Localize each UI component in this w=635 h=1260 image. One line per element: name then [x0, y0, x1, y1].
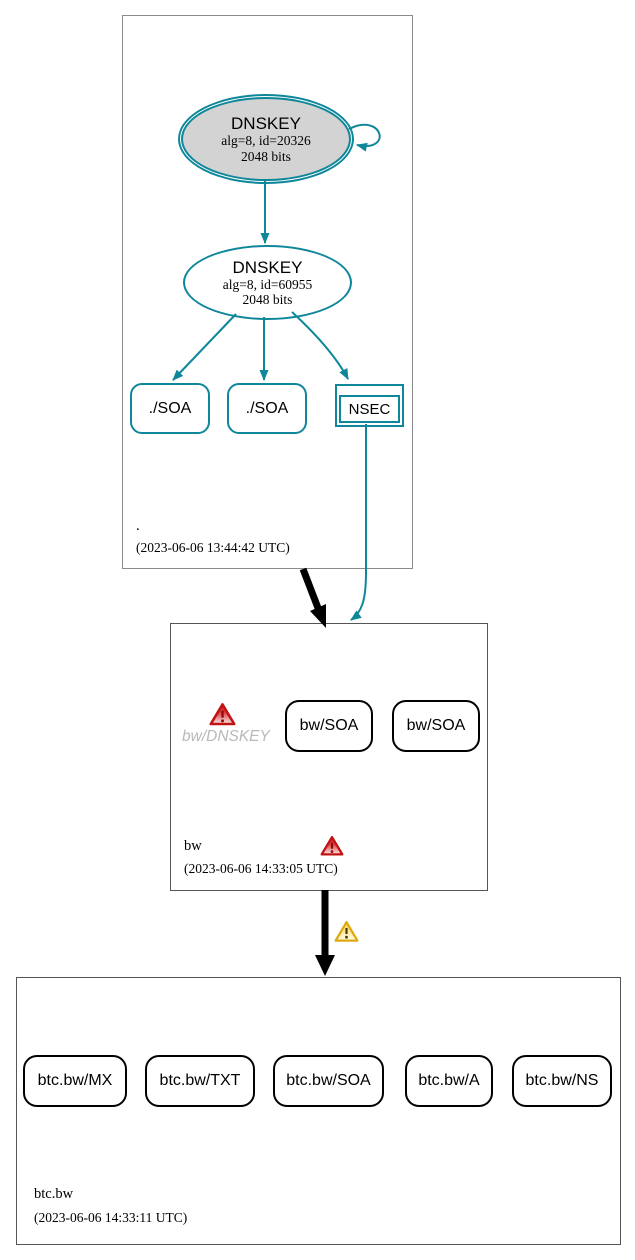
dnskey-zsk-title: DNSKEY: [232, 257, 303, 277]
edge-root-to-bw-delegation: [299, 567, 326, 628]
node-btc-bw-soa: btc.bw/SOA: [273, 1055, 384, 1107]
zone-timestamp-root: (2023-06-06 13:44:42 UTC): [136, 540, 290, 555]
node-root-soa-1: ./SOA: [130, 383, 210, 434]
dnskey-ksk-text: DNSKEY alg=8, id=20326 2048 bits: [221, 114, 310, 163]
zone-timestamp-btc-bw: (2023-06-06 14:33:11 UTC): [34, 1210, 188, 1225]
zone-label-root: .: [136, 518, 140, 534]
node-btc-bw-txt: btc.bw/TXT: [145, 1055, 255, 1107]
dnskey-zsk-text: DNSKEY alg=8, id=60955 2048 bits: [223, 258, 312, 307]
btc-bw-txt-label: btc.bw/TXT: [159, 1072, 241, 1089]
node-btc-bw-ns: btc.bw/NS: [512, 1055, 612, 1107]
dnskey-zsk-detail: alg=8, id=60955: [222, 276, 313, 292]
warning-triangle-icon: [334, 921, 359, 942]
bw-soa-2-label: bw/SOA: [406, 717, 466, 734]
node-bw-soa-2: bw/SOA: [392, 700, 480, 752]
zone-box-bw: [170, 623, 488, 891]
dnskey-zsk-bits: 2048 bits: [242, 292, 293, 308]
zone-timestamp-bw: (2023-06-06 14:33:05 UTC): [184, 861, 338, 876]
node-btc-bw-a: btc.bw/A: [405, 1055, 493, 1107]
btc-bw-ns-label: btc.bw/NS: [525, 1072, 599, 1089]
nsec-inner-box: NSEC: [339, 395, 400, 423]
root-soa-2-label: ./SOA: [245, 399, 289, 417]
zone-label-bw: bw: [184, 838, 202, 854]
dnskey-ksk-detail: alg=8, id=20326: [221, 133, 311, 149]
edge-bw-to-btc-bw-delegation: [315, 890, 335, 976]
bw-soa-1-label: bw/SOA: [299, 717, 359, 734]
zone-label-btc-bw: btc.bw: [34, 1186, 74, 1202]
zone-box-btc-bw: [16, 977, 621, 1245]
node-bw-dnskey-missing: bw/DNSKEY: [182, 728, 270, 745]
btc-bw-a-label: btc.bw/A: [418, 1072, 480, 1089]
dnskey-ksk-bits: 2048 bits: [241, 148, 291, 164]
node-btc-bw-mx: btc.bw/MX: [23, 1055, 127, 1107]
node-dnskey-ksk: DNSKEY alg=8, id=20326 2048 bits: [178, 94, 354, 184]
btc-bw-soa-label: btc.bw/SOA: [286, 1072, 371, 1089]
dnskey-ksk-title: DNSKEY: [231, 114, 301, 134]
node-dnskey-zsk: DNSKEY alg=8, id=60955 2048 bits: [183, 245, 352, 320]
node-nsec: NSEC: [335, 384, 404, 427]
root-soa-1-label: ./SOA: [148, 399, 192, 417]
nsec-label: NSEC: [348, 400, 391, 418]
node-bw-soa-1: bw/SOA: [285, 700, 373, 752]
btc-bw-mx-label: btc.bw/MX: [37, 1072, 113, 1089]
dnskey-ksk-inner-ring: [181, 97, 351, 181]
node-root-soa-2: ./SOA: [227, 383, 307, 434]
zone-box-root: [122, 15, 413, 569]
